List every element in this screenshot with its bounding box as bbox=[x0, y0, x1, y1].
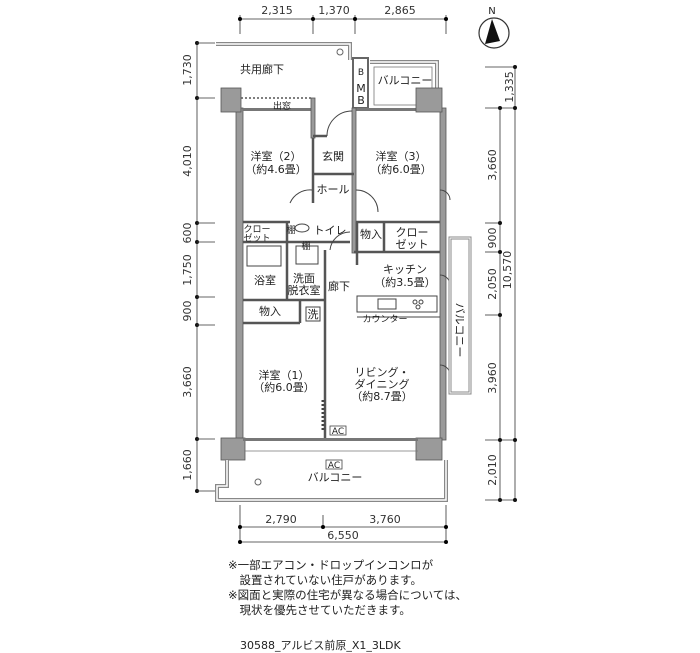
outer-walls bbox=[220, 87, 447, 461]
common-corridor-railing bbox=[216, 42, 352, 60]
plan-caption: 30588_アルビス前原_X1_3LDK bbox=[240, 639, 401, 652]
dim-left-3: 600 bbox=[181, 223, 194, 244]
note-line: ※図面と実際の住宅が異なる場合については、 bbox=[228, 588, 468, 602]
label-hall: ホール bbox=[317, 183, 350, 196]
dim-right-6: 2,010 bbox=[486, 454, 499, 486]
note-line: 設置されていない住戸があります。 bbox=[228, 573, 423, 587]
dim-top-3: 2,865 bbox=[384, 4, 416, 17]
label-mb-b2: B bbox=[357, 94, 365, 107]
dim-bottom-2: 3,760 bbox=[369, 513, 401, 526]
label-shelf1: 棚 bbox=[286, 224, 295, 236]
dim-left-7: 1,660 bbox=[181, 449, 194, 481]
label-washer: 洗 bbox=[308, 308, 319, 321]
bottom-dimension-line: 2,790 3,760 6,550 bbox=[238, 505, 448, 544]
dim-left-4: 1,750 bbox=[181, 254, 194, 286]
note-line: ※一部エアコン・ドロップインコンロが bbox=[228, 558, 434, 572]
fixtures bbox=[246, 223, 440, 430]
label-bath: 浴室 bbox=[254, 273, 276, 287]
label-toilet: トイレ bbox=[314, 224, 347, 237]
label-bedroom2: 洋室（2） bbox=[251, 149, 302, 163]
dim-left-6: 3,660 bbox=[181, 366, 194, 398]
label-bedroom2-size: （約4.6畳） bbox=[245, 162, 307, 176]
label-closet-1: クロー bbox=[396, 226, 429, 239]
north-compass-icon: N bbox=[478, 6, 510, 49]
dim-bottom-total: 6,550 bbox=[327, 529, 359, 542]
note-line: 現状を優先させていただきます。 bbox=[228, 603, 411, 617]
label-common-corridor: 共用廊下 bbox=[240, 62, 284, 76]
label-corridor: 廊下 bbox=[328, 279, 350, 293]
dim-right-1: 1,335 bbox=[503, 71, 516, 103]
compass-label: N bbox=[488, 6, 495, 17]
dim-right-2: 3,660 bbox=[486, 149, 499, 181]
label-bedroom3: 洋室（3） bbox=[376, 149, 427, 163]
label-storage1: 物入 bbox=[360, 227, 382, 241]
label-entrance: 玄関 bbox=[322, 149, 344, 163]
label-east-balcony: バルコニー bbox=[453, 303, 466, 358]
dim-right-total: 10,570 bbox=[501, 251, 514, 290]
south-balcony bbox=[215, 450, 448, 502]
dim-right-3: 900 bbox=[486, 228, 499, 249]
dim-left-2: 4,010 bbox=[181, 145, 194, 177]
label-mb-b1: B bbox=[358, 68, 364, 78]
label-living-1: リビング・ bbox=[355, 365, 410, 379]
label-north-balcony: バルコニー bbox=[378, 74, 433, 87]
label-living-2: ダイニング bbox=[355, 377, 410, 391]
dim-left-5: 900 bbox=[181, 301, 194, 322]
label-kitchen: キッチン bbox=[383, 263, 427, 276]
label-south-balcony: バルコニー bbox=[308, 471, 363, 484]
top-dimension-line: 2,315 1,370 2,865 bbox=[238, 4, 448, 34]
label-ac2: AC bbox=[328, 461, 340, 471]
label-storage2: 物入 bbox=[259, 304, 281, 318]
label-closet-2: ゼット bbox=[396, 238, 429, 251]
notes: ※一部エアコン・ドロップインコンロが 設置されていない住戸があります。 ※図面と… bbox=[228, 558, 467, 618]
east-balcony bbox=[448, 236, 472, 395]
label-bedroom3-size: （約6.0畳） bbox=[370, 162, 432, 176]
label-closet-small-1: クロー bbox=[243, 224, 270, 235]
dim-top-1: 2,315 bbox=[261, 4, 293, 17]
label-counter: カウンター bbox=[362, 314, 407, 325]
label-mb-m: M bbox=[356, 82, 366, 95]
label-shelf2: 棚 bbox=[301, 240, 310, 252]
north-balcony bbox=[370, 60, 439, 106]
label-washroom-1: 洗面 bbox=[293, 272, 315, 285]
dim-top-2: 1,370 bbox=[318, 4, 350, 17]
label-washroom-2: 脱衣室 bbox=[288, 283, 321, 297]
label-kitchen-size: （約3.5畳） bbox=[374, 275, 436, 289]
dim-bottom-1: 2,790 bbox=[265, 513, 297, 526]
label-bedroom1-size: （約6.0畳） bbox=[253, 380, 315, 394]
interior-walls bbox=[243, 134, 440, 438]
dim-left-1: 1,730 bbox=[181, 54, 194, 86]
left-dimension-line: 1,730 4,010 600 1,750 900 3,660 1,660 bbox=[181, 41, 215, 493]
right-dimension-line: 1,335 3,660 900 2,050 3,960 2,010 10,570 bbox=[485, 65, 517, 502]
label-bedroom1: 洋室（1） bbox=[259, 368, 310, 382]
label-living-size: （約8.7畳） bbox=[351, 389, 413, 403]
label-ac1: AC bbox=[332, 427, 344, 437]
label-bay-window: 出窓 bbox=[273, 100, 291, 112]
dim-right-4: 2,050 bbox=[486, 268, 499, 300]
dim-right-5: 3,960 bbox=[486, 362, 499, 394]
label-closet-small-2: ゼット bbox=[243, 232, 270, 244]
